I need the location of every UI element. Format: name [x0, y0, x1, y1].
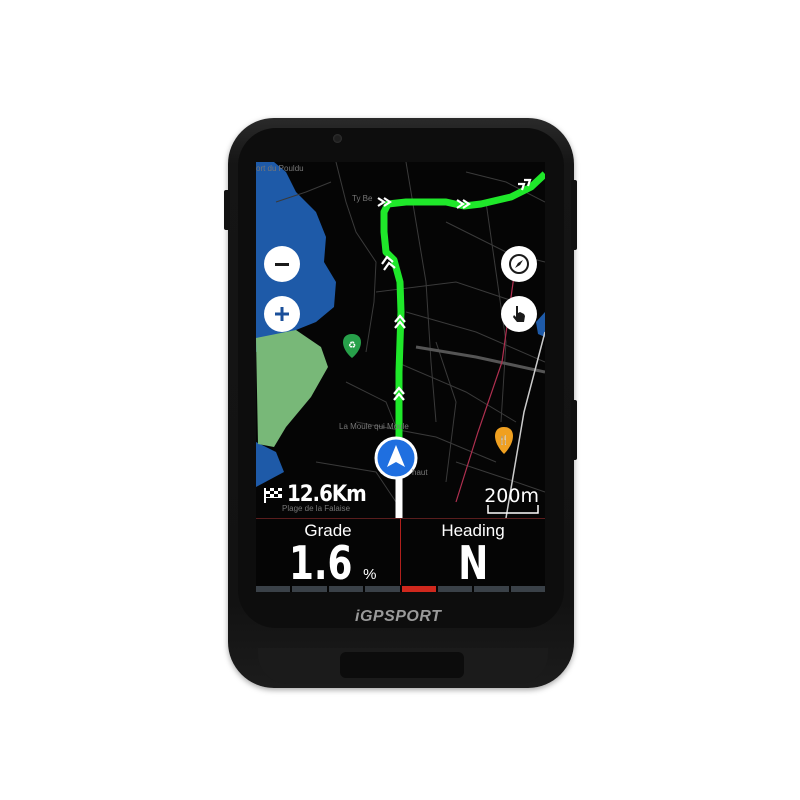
side-button-right-top[interactable] [571, 180, 577, 250]
page-dot [256, 586, 291, 592]
water-area-small [256, 442, 284, 487]
plus-icon [275, 307, 289, 321]
grade-field: Grade 1.6% [256, 519, 400, 590]
page-dot-active [401, 586, 436, 592]
route-line [380, 171, 545, 452]
page-indicator [256, 586, 545, 592]
page-dot [365, 586, 400, 592]
page-dot [474, 586, 509, 592]
data-fields: Grade 1.6% Heading N [256, 518, 545, 590]
checkered-flag-icon [264, 487, 282, 503]
park-area [256, 330, 328, 447]
route-direction-chevrons [377, 178, 532, 401]
zoom-in-button[interactable] [264, 296, 300, 332]
current-position-marker [374, 436, 418, 480]
svg-text:🍴: 🍴 [498, 434, 509, 446]
svg-text:♻: ♻ [348, 341, 356, 351]
side-button-right-bottom[interactable] [571, 400, 577, 460]
page-dot [510, 586, 545, 592]
heading-field: Heading N [400, 519, 545, 590]
remaining-distance-value: 12.6Km [287, 482, 367, 507]
zoom-out-button[interactable] [264, 246, 300, 282]
heading-label: Heading [441, 521, 505, 540]
ambient-light-sensor [333, 134, 342, 143]
grade-unit: % [363, 566, 377, 583]
map-scale-label: 200m [484, 485, 539, 507]
place-label: Ty Be [352, 194, 373, 203]
page-dot [437, 586, 473, 592]
brand-logo: iGPSPORT [355, 608, 442, 625]
map-canvas: ♻ 🍴 [256, 162, 545, 519]
recycle-poi-marker: ♻ [343, 334, 361, 358]
remaining-distance: 12.6Km [262, 482, 367, 507]
grade-value: 1.6 [288, 536, 353, 590]
hand-pointer-icon [513, 306, 525, 322]
place-label: La Moule qui Moule [339, 422, 409, 431]
device-screen: ♻ 🍴 ort du Pouldu Ty Be La Moule qui Mou… [256, 162, 545, 592]
place-label: Plage de la Falaise [282, 504, 351, 513]
mount-slot [340, 652, 464, 678]
road-white [505, 331, 545, 519]
scale-bar [487, 505, 539, 514]
map-view[interactable]: ♻ 🍴 ort du Pouldu Ty Be La Moule qui Mou… [256, 162, 545, 519]
compass-button[interactable] [501, 246, 537, 282]
heading-value: N [457, 536, 489, 590]
place-label: haut [412, 468, 428, 477]
side-button-left[interactable] [224, 190, 230, 230]
page-dot [292, 586, 327, 592]
place-label: ort du Pouldu [256, 164, 304, 173]
page-dot [328, 586, 364, 592]
food-poi-marker: 🍴 [495, 427, 513, 454]
grade-label: Grade [304, 521, 352, 540]
compass-icon [509, 254, 529, 274]
pan-mode-button[interactable] [501, 296, 537, 332]
minus-icon [275, 262, 289, 266]
water-area-right [536, 312, 545, 337]
